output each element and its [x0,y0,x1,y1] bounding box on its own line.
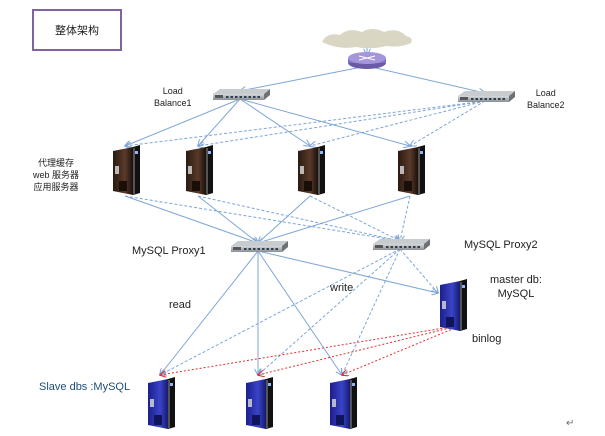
edge-lb1-app4 [239,98,410,146]
lb1-label-line2: Balance1 [154,98,192,108]
edge-app3-proxy1 [258,195,311,243]
router-router-icon [348,52,386,69]
edge-lb2-app3 [310,100,486,146]
edge-app3-proxy2 [309,195,400,241]
lb1-label-line1: Load [162,86,183,96]
slave1-server-blue-icon [148,377,175,429]
lb1-switch-icon [213,89,270,100]
edge-router-lb1 [240,65,368,91]
proxy1-label: MySQL Proxy1 [132,245,206,257]
edges [125,46,485,375]
edge-app1-proxy2 [124,195,400,241]
edge-proxy2-slave1 [160,248,401,375]
edge-proxy1-slave3 [257,250,342,375]
slave3-server-blue-icon [330,377,357,429]
slave2-server-blue-icon [246,377,273,429]
edge-app2-proxy1 [197,195,258,243]
app3-server-dark-icon [298,145,325,195]
edge-app4-proxy1 [258,195,411,243]
app2-server-dark-icon [186,145,213,195]
app-label-line1: 代理缓存 [38,158,75,168]
edge-master-slave3 [342,324,463,375]
title-text: 整体架构 [55,25,99,37]
master-label: master db: MySQL [490,273,542,301]
edge-app1-proxy1 [124,195,258,243]
edge-master-slave2 [258,324,463,375]
return-mark: ↵ [566,418,575,429]
edge-proxy1-slave1 [160,250,259,375]
edge-lb2-app4 [410,100,486,146]
lb2-label-line1: Load [535,88,556,98]
lb1-label: Load Balance1 [154,85,192,109]
master-label-line2: MySQL [497,288,535,300]
slave-label: Slave dbs :MySQL [39,381,131,393]
edge-proxy1-master [257,250,438,293]
master-server-blue-icon [440,279,467,331]
edge-lb1-app1 [125,98,241,146]
proxy1-switch-icon [231,241,288,252]
edge-proxy2-master [399,248,438,293]
app-label-line3: 应用服务器 [33,182,79,192]
proxy2-switch-icon [373,239,430,250]
edge-lb1-app3 [239,98,310,146]
edge-lb2-app1 [125,100,486,146]
app1-server-dark-icon [113,145,140,195]
app4-server-dark-icon [398,145,425,195]
read-label: read [169,299,192,311]
write-label: write [330,282,354,294]
diagram-title: 整体架构 [32,9,122,51]
lb2-switch-icon [458,91,515,102]
internet-cloud-icon [322,29,412,49]
edge-router-lb2 [366,65,485,93]
edge-app4-proxy2 [400,195,411,241]
edge-proxy2-slave3 [342,248,401,375]
app-servers-label: 代理缓存 web 服务器 应用服务器 [33,157,79,193]
app-label-line2: web 服务器 [33,170,80,180]
edge-lb2-app2 [198,100,486,146]
edge-app2-proxy2 [197,195,400,241]
lb2-label: Load Balance2 [527,87,565,111]
edge-master-slave1 [160,324,463,375]
lb2-label-line2: Balance2 [527,100,565,110]
proxy2-label: MySQL Proxy2 [464,239,538,251]
edge-proxy2-slave2 [258,248,401,375]
master-label-line1: master db: [490,274,542,286]
binlog-label: binlog [472,333,502,345]
edge-lb1-app2 [198,98,241,146]
nodes [113,29,515,429]
